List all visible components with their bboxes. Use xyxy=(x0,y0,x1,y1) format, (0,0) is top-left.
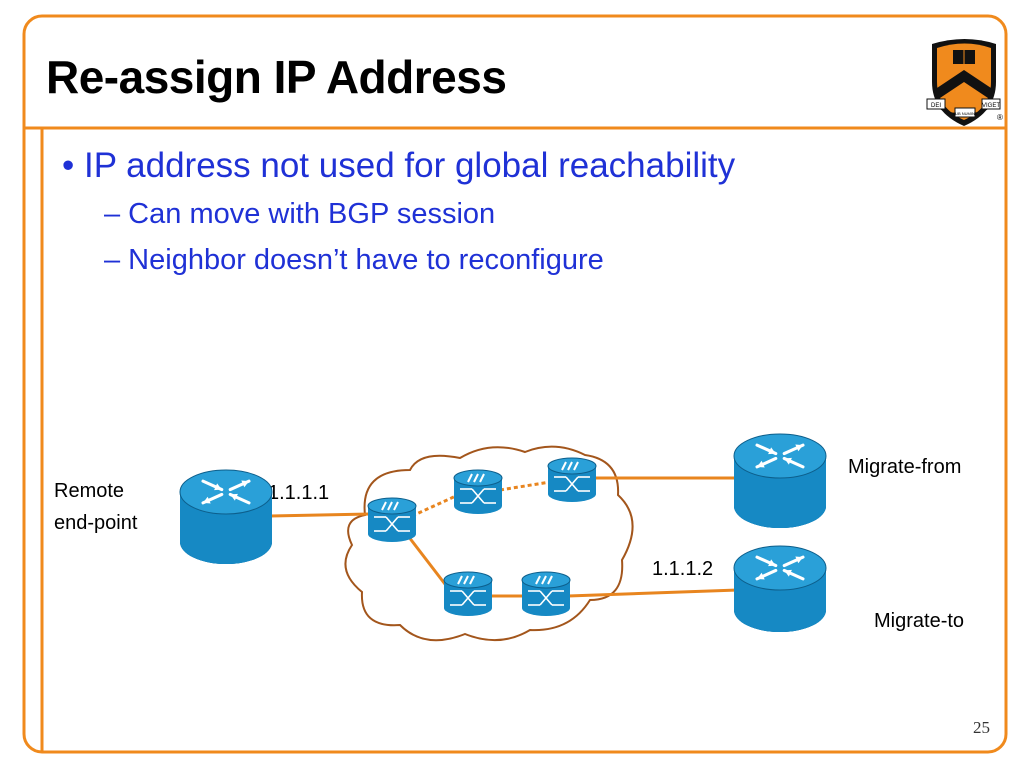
sub-bullet-1: – Can move with BGP session xyxy=(104,198,496,230)
logo-motto-center: SUB NUMINE xyxy=(952,111,977,116)
switch-4 xyxy=(443,571,493,616)
router-migrate-from xyxy=(733,433,827,528)
remote-label-line2: end-point xyxy=(54,512,138,534)
switch-3 xyxy=(547,457,597,502)
sub-bullet-2: – Neighbor doesn’t have to reconfigure xyxy=(104,244,604,276)
ip-migrate-label: 1.1.1.2 xyxy=(652,558,714,580)
slide-title: Re-assign IP Address xyxy=(46,51,507,103)
logo-registered-mark: ® xyxy=(997,113,1003,122)
link-remote-to-switch xyxy=(269,512,371,518)
router-migrate-to xyxy=(733,545,827,632)
remote-label-line1: Remote xyxy=(54,480,125,502)
slide-border xyxy=(22,14,1008,754)
ip-remote-label: 1.1.1.1 xyxy=(268,482,330,504)
main-bullet: • IP address not used for global reachab… xyxy=(62,146,736,185)
switch-1 xyxy=(367,497,417,542)
migrate-from-label: Migrate-from xyxy=(848,456,962,478)
switch-5 xyxy=(521,571,571,616)
migrate-to-label: Migrate-to xyxy=(874,610,965,632)
router-remote-endpoint xyxy=(179,469,273,564)
link-switch5-to-migrate-to xyxy=(567,588,739,598)
switch-2 xyxy=(453,469,503,514)
logo-motto-right: VIGET xyxy=(982,103,1000,109)
link-switch2-to-switch3 xyxy=(499,480,551,492)
logo-motto-left: DEI xyxy=(931,103,941,109)
link-switch1-to-switch2 xyxy=(411,493,459,518)
page-number: 25 xyxy=(973,718,990,737)
university-shield-logo: DEI SUB NUMINE VIGET ® xyxy=(926,39,1003,126)
